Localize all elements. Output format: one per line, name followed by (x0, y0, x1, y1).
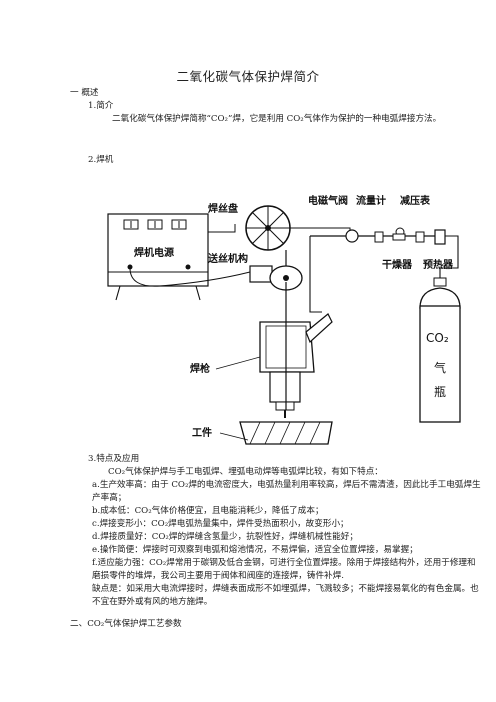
subheading-features: 3.特点及应用 (88, 454, 140, 464)
regulator-label: 减压表 (400, 194, 431, 207)
co2-cylinder: CO₂ 气 瓶 (419, 277, 461, 423)
cylinder-char-1: 气 (434, 360, 446, 375)
preheater-label: 预热器 (423, 258, 454, 271)
cylinder-formula: CO₂ (426, 331, 449, 345)
feature-item-d: d.焊接质量好：CO₂焊的焊缝含氢量少，抗裂性好，焊缝机械性能好； (92, 532, 358, 542)
subheading-welder: 2.焊机 (88, 155, 114, 165)
wire-spool-label: 焊丝盘 (208, 202, 238, 215)
feature-item-f: f.适应能力强：CO₂焊常用于碳钢及低合金钢，可进行全位置焊接。除用于焊接结构外… (92, 558, 476, 581)
welding-torch: 焊枪 (190, 282, 333, 418)
feature-item-e: e.操作简便：焊接时可观察到电弧和熔池情况，不易焊偏，适宜全位置焊接，易掌握； (92, 545, 418, 555)
power-source-unit: 焊机电源 (107, 213, 209, 301)
feature-item-c: c.焊接变形小：CO₂焊电弧热量集中，焊件受热面积小，故变形小； (92, 519, 349, 529)
subheading-intro: 1.简介 (88, 101, 114, 111)
shortcomings-paragraph: 缺点是：如采用大电流焊接时，焊缝表面成形不如埋弧焊，飞溅较多；不能焊接易氧化的有… (92, 584, 479, 607)
cylinder-char-2: 瓶 (434, 385, 446, 399)
workpiece-label: 工件 (192, 426, 212, 439)
features-lead: CO₂气体保护焊与手工电弧焊、埋弧电动焊等电弧焊比较，有如下特点： (108, 467, 383, 477)
wire-feeder: 送丝机构 (207, 250, 303, 291)
page-title: 二氧化碳气体保护焊简介 (176, 69, 320, 84)
torch-label: 焊枪 (190, 362, 210, 375)
intro-paragraph: 二氧化碳气体保护焊简称“CO₂”焊，它是利用 CO₂气体作为保护的一种电弧焊接方… (112, 114, 442, 124)
feature-item-b: b.成本低：CO₂气体价格便宜，且电能消耗少，降低了成本； (92, 506, 324, 516)
wire-spool: 焊丝盘 (208, 202, 291, 251)
solenoid-valve-label: 电磁气阀 (308, 194, 348, 207)
wire-feeder-label: 送丝机构 (207, 252, 248, 265)
dryer-label: 干燥器 (382, 258, 413, 271)
gas-line-components: 电磁气阀 流量计 减压表 干燥器 预热器 (308, 194, 459, 313)
feature-item-a: a.生产效率高：由于 CO₂焊的电流密度大，电弧热量利用率较高，焊后不需清渣，因… (92, 480, 481, 503)
welding-system-diagram: 焊机电源 焊丝盘 送丝机构 (107, 194, 461, 445)
section-heading-overview: 一 概述 (70, 88, 99, 98)
power-source-label: 焊机电源 (134, 246, 174, 259)
section-heading-parameters: 二、CO₂气体保护焊工艺参数 (70, 619, 182, 629)
flowmeter-label: 流量计 (356, 194, 386, 207)
workpiece: 工件 (192, 421, 333, 445)
